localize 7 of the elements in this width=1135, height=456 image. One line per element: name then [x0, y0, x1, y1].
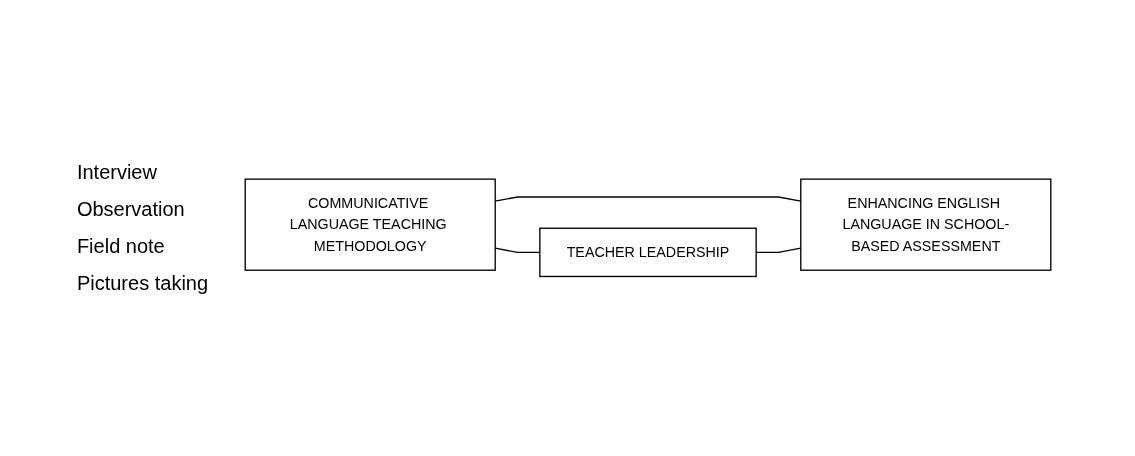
node-box: TEACHER LEADERSHIP [539, 227, 757, 278]
method-label: Interview [76, 161, 158, 184]
method-label: Pictures taking [76, 272, 209, 295]
method-label: Observation [76, 198, 186, 221]
node-box: ENHANCING ENGLISH LANGUAGE IN SCHOOL-BASED ASSESSMENT [800, 178, 1052, 272]
node-box: COMMUNICATIVE LANGUAGE TEACHING METHODOLOGY [244, 178, 496, 272]
method-label: Field note [76, 235, 166, 258]
